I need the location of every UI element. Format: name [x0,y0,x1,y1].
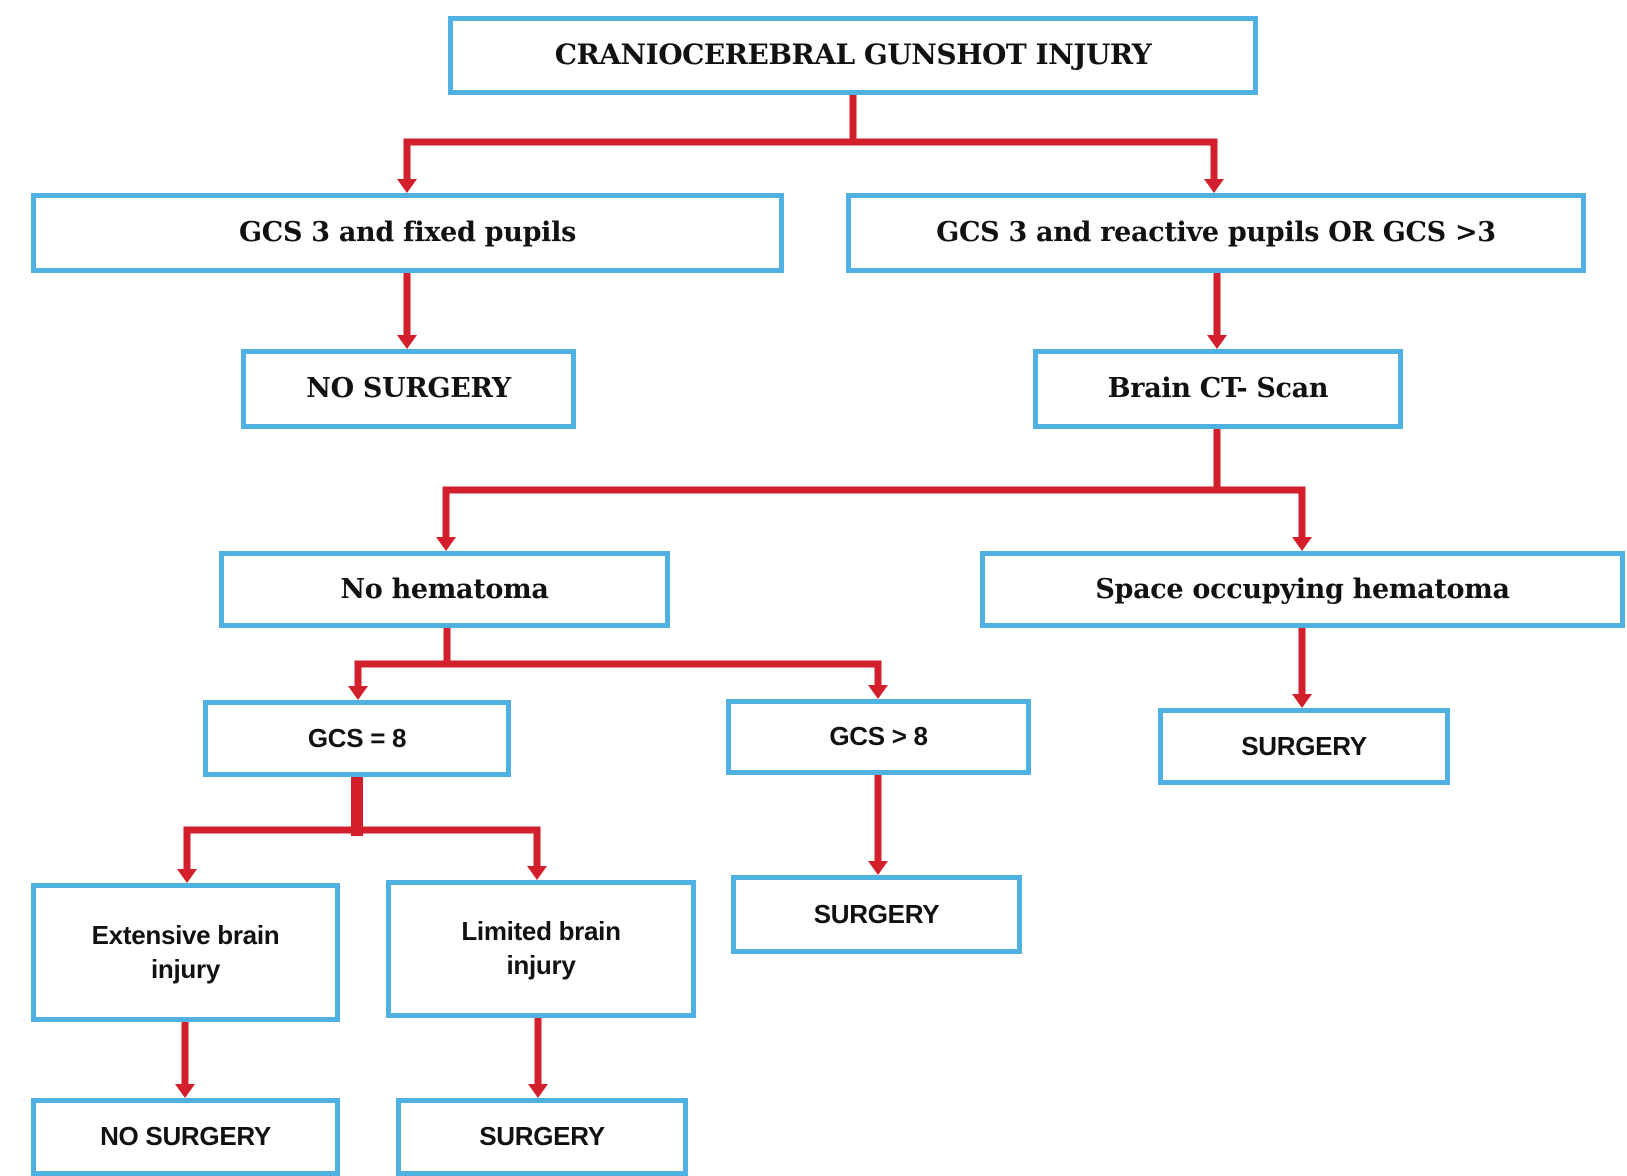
node-extensive-brain-injury: Extensive brain injury [31,883,340,1022]
node-no-surgery-extensive-label: NO SURGERY [100,1121,271,1152]
arrow-to-surgery-hematoma-head [1292,694,1312,708]
arrow-to-gcs3-reactive-head [1204,179,1224,193]
node-gcs3-fixed-pupils: GCS 3 and fixed pupils [31,193,784,273]
node-surgery-gcs-gt-8: SURGERY [731,875,1022,954]
node-surgery-limited: SURGERY [396,1098,688,1176]
node-limited-brain-injury: Limited brain injury [386,880,696,1018]
node-no-surgery-fixed-label: NO SURGERY [306,373,511,405]
node-gcs-eq-8: GCS = 8 [203,700,511,777]
node-root: CRANIOCEREBRAL GUNSHOT INJURY [448,16,1258,95]
arrow-to-space-hematoma-head [1292,537,1312,551]
arrow-to-surgery-limited-head [528,1084,548,1098]
node-surgery-hematoma: SURGERY [1158,708,1450,785]
arrow-to-gcs-eq-8-head [348,686,368,700]
arrow-to-surgery-gcs-gt-8-head [868,861,888,875]
arrow-to-no-surgery-fixed-head [397,335,417,349]
node-root-label: CRANIOCEREBRAL GUNSHOT INJURY [554,38,1152,72]
node-gcs-eq-8-label: GCS = 8 [307,722,407,753]
node-space-occupying-hematoma-label: Space occupying hematoma [1095,573,1510,605]
node-gcs3-reactive-pupils-label: GCS 3 and reactive pupils OR GCS >3 [936,217,1496,249]
node-no-surgery-extensive: NO SURGERY [31,1098,340,1176]
node-gcs3-reactive-pupils: GCS 3 and reactive pupils OR GCS >3 [846,193,1586,273]
node-limited-brain-injury-label: Limited brain injury [461,916,621,980]
node-no-hematoma: No hematoma [219,551,670,628]
node-gcs-gt-8: GCS > 8 [726,699,1031,775]
node-brain-ct-scan: Brain CT- Scan [1033,349,1403,429]
node-surgery-gcs-gt-8-label: SURGERY [813,898,940,929]
node-brain-ct-scan-label: Brain CT- Scan [1107,373,1329,405]
arrow-to-gcs3-fixed-head [397,179,417,193]
arrow-to-no-hematoma-head [436,537,456,551]
node-no-hematoma-label: No hematoma [340,573,549,605]
node-surgery-hematoma-label: SURGERY [1241,730,1367,761]
arrow-to-brain-ct-head [1207,335,1227,349]
node-no-surgery-fixed: NO SURGERY [241,349,576,429]
node-gcs-gt-8-label: GCS > 8 [829,721,928,752]
arrow-to-gcs-gt-8-head [868,685,888,699]
node-surgery-limited-label: SURGERY [479,1121,605,1152]
node-space-occupying-hematoma: Space occupying hematoma [980,551,1625,628]
node-gcs3-fixed-pupils-label: GCS 3 and fixed pupils [239,217,576,249]
arrow-to-extensive-injury-head [177,869,197,883]
arrow-to-limited-injury-head [527,866,547,880]
arrow-to-no-surgery-extensive-head [175,1084,195,1098]
node-extensive-brain-injury-label: Extensive brain injury [91,919,280,984]
